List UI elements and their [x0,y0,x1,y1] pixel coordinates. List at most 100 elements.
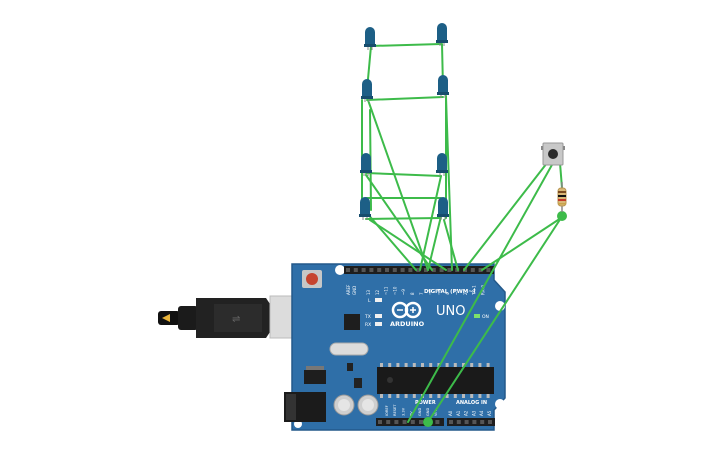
wire[interactable] [463,162,548,271]
wire[interactable] [445,96,453,271]
header-pin[interactable] [449,420,453,424]
header-pin[interactable] [402,420,407,424]
reset-button[interactable] [302,270,322,288]
digital-pin-label: 2 [463,292,468,295]
wire[interactable] [369,43,442,47]
header-pin[interactable] [447,268,452,272]
header-pin[interactable] [488,420,492,424]
led-tx-indicator [375,314,382,318]
power-pin-label: IOREF [385,405,389,416]
led-l-label: L [368,298,371,304]
wire-junction[interactable] [423,417,433,427]
digital-pin-label: 4 [445,292,450,295]
wire[interactable] [427,217,562,423]
header-pin[interactable] [480,420,485,424]
power-on-label: ON [482,314,489,320]
blue-led[interactable] [437,75,449,98]
header-pin[interactable] [419,420,423,424]
header-pin[interactable] [353,268,358,272]
digital-pin-label: 13 [366,289,371,295]
analog-pin-label: A2 [464,410,469,416]
header-pin[interactable] [378,420,382,424]
analog-pin-label: A4 [479,410,484,416]
capacitor [357,394,379,416]
header-pin[interactable] [377,268,382,272]
blue-led[interactable] [361,79,373,102]
header-pin[interactable] [464,420,469,424]
header-pin[interactable] [416,268,421,272]
power-header [376,418,444,426]
analog-pin-label: A0 [448,410,453,416]
header-pin[interactable] [346,268,350,272]
header-pin[interactable] [400,268,405,272]
wire[interactable] [369,219,447,271]
header-pin[interactable] [456,420,461,424]
header-pin[interactable] [431,268,436,272]
header-pin[interactable] [470,268,475,272]
wire[interactable] [365,211,417,271]
header-pin[interactable] [361,268,366,272]
header-pin[interactable] [392,268,397,272]
analog-pin-label: A1 [456,410,461,416]
power-pin-label: 3.3V [401,407,405,416]
wire[interactable] [365,217,442,220]
analog-header [447,418,495,426]
blue-led[interactable] [360,153,372,176]
header-pin[interactable] [439,268,444,272]
wire[interactable] [443,219,459,271]
blue-led[interactable] [364,27,376,50]
digital-pin-label: ~5 [436,289,441,295]
digital-pin-label: ~3 [454,289,459,295]
mount-hole [335,265,345,275]
wire[interactable] [365,172,442,177]
wire[interactable] [481,217,562,271]
header-pin[interactable] [486,268,491,272]
power-pin-label: GND [426,408,430,416]
blue-led[interactable] [359,197,371,220]
led-rx-label: RX [365,322,371,328]
pushbutton[interactable] [541,142,565,166]
header-pin[interactable] [410,420,415,424]
aref-label: AREF [346,284,351,295]
wire-junction[interactable] [557,211,567,221]
power-on-led [474,314,480,318]
capacitor [333,394,355,416]
led-l-indicator [375,298,382,302]
header-pin[interactable] [394,420,399,424]
usb-controller-chip [344,314,360,330]
led-tx-label: TX [364,314,371,320]
blue-led[interactable] [436,23,448,46]
header-pin[interactable] [386,420,391,424]
crystal-oscillator [329,342,369,356]
header-pin[interactable] [424,268,428,272]
small-component [347,363,353,371]
digital-pin-label: ~6 [428,289,433,295]
header-pin[interactable] [408,268,413,272]
header-pin[interactable] [385,268,389,272]
wire[interactable] [427,211,443,271]
header-pin[interactable] [472,420,477,424]
model-label: UNO [436,304,465,319]
wire[interactable] [407,162,554,423]
power-pin-label: RESET [393,404,397,416]
small-component [354,378,362,388]
power-pin-label: 5V [410,411,414,416]
brand-label: ARDUINO [390,320,425,328]
resistor[interactable] [557,182,567,212]
analog-header-label: ANALOG IN [456,400,487,406]
blue-led[interactable] [436,153,448,176]
analog-pin-label: A5 [487,410,492,416]
wire[interactable] [367,99,429,271]
usb-cable[interactable]: ⇌ [158,298,270,338]
header-pin[interactable] [369,268,374,272]
digital-pin-label: ~10 [392,286,397,295]
blue-led[interactable] [437,197,449,220]
wire[interactable] [366,96,444,101]
wire[interactable] [419,175,442,271]
header-pin[interactable] [478,268,483,272]
header-pin[interactable] [435,420,440,424]
led-matrix[interactable] [359,23,449,220]
digital-pin-label: TX▸1 [472,285,477,296]
